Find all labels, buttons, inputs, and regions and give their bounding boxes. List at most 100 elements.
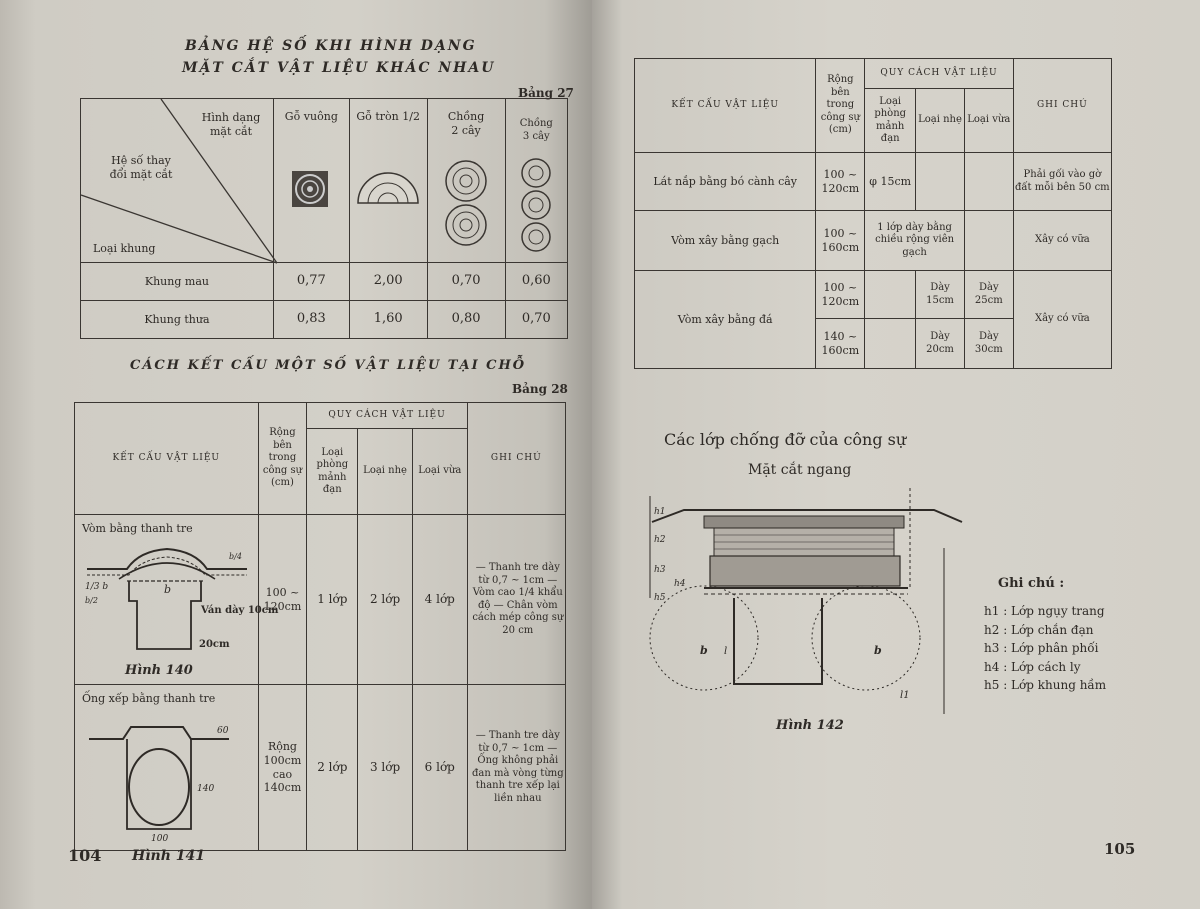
- corner-bottom-label: Loại khung: [93, 242, 156, 255]
- col-header-2: Chồng 2 cây: [447, 110, 485, 137]
- table27: Hình dạng mặt cắt Hệ số thay đổi mặt cắt…: [80, 98, 569, 339]
- col-header-0: Gỗ vuông: [284, 110, 338, 123]
- table27-row-khung-mau: Khung mau 0,77 2,00 0,70 0,60: [80, 262, 569, 301]
- value-cell: 0,60: [504, 262, 569, 301]
- h-spec-col-0: Loại phòng mảnh đạn: [864, 88, 917, 153]
- right-page: KẾT CẤU VẬT LIỆU Rộng bên trong công sự …: [592, 0, 1200, 909]
- legend-item-h4: h4 : Lớp cách ly: [984, 659, 1081, 674]
- layer-h1-camouflage: [703, 515, 905, 529]
- h-note: GHI CHÚ: [1012, 58, 1113, 153]
- spec-cell-empty: [915, 152, 965, 211]
- right-row-stone-vault-b: 140 ~ 160cm Dày 20cm Dày 30cm: [635, 318, 1112, 369]
- h-spec: QUY CÁCH VẬT LIỆU: [306, 402, 468, 429]
- row-label: Khung mau: [80, 262, 274, 301]
- section-subtitle: Mặt cắt ngang: [748, 462, 852, 478]
- right-row-brushwood: Lát nắp bằng bó cành cây 100 ~ 120cm φ 1…: [633, 152, 1113, 211]
- fig-label-h2: h2: [654, 535, 666, 545]
- spec-cell: 2 lớp: [357, 514, 413, 685]
- spec-cell-empty: [963, 210, 1014, 271]
- figure-140-caption: Hình 140: [125, 663, 193, 678]
- two-logs-icon: [444, 160, 487, 246]
- table28-row-bamboo-vault: Vòm bằng thanh tre b Ván dày 10cm 20cm 1…: [74, 514, 567, 685]
- note-cell: — Thanh tre dày từ 0,7 ~ 1cm — Vòm cao 1…: [466, 514, 567, 685]
- col-header-3: Chồng 3 cây: [519, 118, 553, 142]
- figure-141-caption: Hình 141: [132, 848, 206, 864]
- spec-cell: 4 lớp: [411, 514, 468, 685]
- legend-item-h3: h3 : Lớp phân phối: [984, 641, 1099, 655]
- width-cell: 100 ~ 120cm: [815, 152, 866, 211]
- bamboo-vault-figure: b Ván dày 10cm 20cm 1/3 b b/4 b/2: [85, 547, 279, 650]
- fig-label-20cm: 20cm: [199, 639, 230, 650]
- layer-h5-frame: [733, 598, 823, 685]
- corner-top-label: Hình dạng mặt cắt: [201, 111, 261, 138]
- figure-142-caption: Hình 142: [776, 718, 844, 733]
- width-cell: 100 ~ 160cm: [815, 210, 866, 271]
- col-square-timber: Gỗ vuông: [272, 98, 350, 263]
- section-title: Các lớp chống đỡ của công sự: [664, 430, 907, 449]
- table28-row-bamboo-tube: Ống xếp bằng thanh tre 60 140 100 Rộng 1…: [74, 684, 567, 851]
- structure-cell-tube: Ống xếp bằng thanh tre 60 140 100: [74, 684, 259, 851]
- col-header-1: Gỗ tròn 1/2: [356, 110, 420, 123]
- value-cell: 0,77: [272, 262, 350, 301]
- fig-label-60: 60: [217, 726, 229, 736]
- fig-label-b2: b/2: [85, 596, 98, 605]
- legend-list: h1 : Lớp ngụy trang h2 : Lớp chắn đạn h3…: [984, 602, 1106, 695]
- spec-cell: φ 15cm: [864, 152, 917, 211]
- fig-label-b: b: [164, 583, 171, 596]
- table28-label: Bảng 28: [512, 382, 568, 396]
- h-spec-col-1: Loại nhẹ: [915, 88, 965, 153]
- spec-cell: Dày 30cm: [963, 318, 1014, 369]
- legend-item-h1: h1 : Lớp ngụy trang: [984, 604, 1105, 618]
- value-cell: 0,70: [426, 262, 506, 301]
- fig-label-third-b: 1/3 b: [85, 582, 108, 592]
- fig-label-h5: h5: [654, 593, 666, 603]
- h-width: Rộng bên trong công sự (cm): [257, 402, 308, 515]
- fig-label-h1: h1: [654, 507, 666, 517]
- structure-cell: Vòm xây bằng đá: [633, 270, 817, 369]
- fig-label-h3: h3: [654, 565, 666, 575]
- h-spec: QUY CÁCH VẬT LIỆU: [864, 58, 1014, 89]
- value-cell: 1,60: [348, 300, 428, 339]
- width-cell: 100 ~ 120cm: [257, 514, 308, 685]
- col-half-round-timber: Gỗ tròn 1/2: [348, 98, 428, 263]
- spec-cell: 1 lớp dày bằng chiều rộng viên gạch: [864, 210, 965, 271]
- corner-diagonal-lines: [80, 98, 278, 264]
- left-page: BẢNG HỆ SỐ KHI HÌNH DẠNG MẶT CẮT VẬT LIỆ…: [0, 0, 592, 909]
- fig-label-l: l: [724, 646, 727, 657]
- fig-label-b-left: b: [700, 644, 708, 657]
- table28: KẾT CẤU VẬT LIỆU Rộng bên trong công sự …: [74, 402, 567, 851]
- table28-title: CÁCH KẾT CẤU MỘT SỐ VẬT LIỆU TẠI CHỖ: [130, 358, 527, 373]
- row-label: Khung thưa: [80, 300, 274, 339]
- spec-cell: 1 lớp: [306, 514, 359, 685]
- value-cell: 0,80: [426, 300, 506, 339]
- structure-cell-vault: Vòm bằng thanh tre b Ván dày 10cm 20cm 1…: [74, 514, 279, 685]
- h-spec-col-0: Loại phòng mảnh đạn: [306, 428, 359, 515]
- width-cell: Rộng 100cm cao 140cm: [257, 684, 308, 851]
- h-structure: KẾT CẤU VẬT LIỆU: [74, 402, 259, 515]
- right-row-stone-vault-a: Vòm xây bằng đá 100 ~ 120cm Dày 15cm Dày…: [633, 270, 1113, 369]
- fig-label-b-right: b: [874, 644, 882, 657]
- spec-cell: 2 lớp: [306, 684, 359, 851]
- width-cell: 100 ~ 120cm: [815, 270, 866, 319]
- half-round-timber-icon: [357, 172, 419, 204]
- table27-label: Bảng 27: [518, 86, 574, 100]
- h-structure: KẾT CẤU VẬT LIỆU: [633, 58, 817, 153]
- structure-cell: Vòm xây bằng gạch: [633, 210, 817, 271]
- three-logs-icon: [520, 158, 551, 252]
- h-spec-col-2: Loại vừa: [963, 88, 1014, 153]
- h-width: Rộng bên trong công sự (cm): [815, 58, 866, 153]
- h-spec-col-2: Loại vừa: [411, 428, 468, 515]
- table27-title-line1: BẢNG HỆ SỐ KHI HÌNH DẠNG: [185, 38, 477, 54]
- page-number-right: 105: [1104, 840, 1136, 858]
- legend-item-h2: h2 : Lớp chắn đạn: [984, 622, 1094, 637]
- fig-label-l1: l1: [900, 690, 910, 701]
- right-row-brick-vault: Vòm xây bằng gạch 100 ~ 160cm 1 lớp dày …: [633, 210, 1113, 271]
- table27-corner-cell: Hình dạng mặt cắt Hệ số thay đổi mặt cắt…: [80, 98, 278, 264]
- spec-cell: Dày 20cm: [915, 318, 965, 369]
- page-number-left: 104: [68, 846, 102, 865]
- right-table: KẾT CẤU VẬT LIỆU Rộng bên trong công sự …: [633, 58, 1113, 369]
- fig-label-100: 100: [151, 834, 168, 844]
- note-cell: Xây có vữa: [1012, 270, 1113, 369]
- spec-cell-empty: [864, 270, 917, 319]
